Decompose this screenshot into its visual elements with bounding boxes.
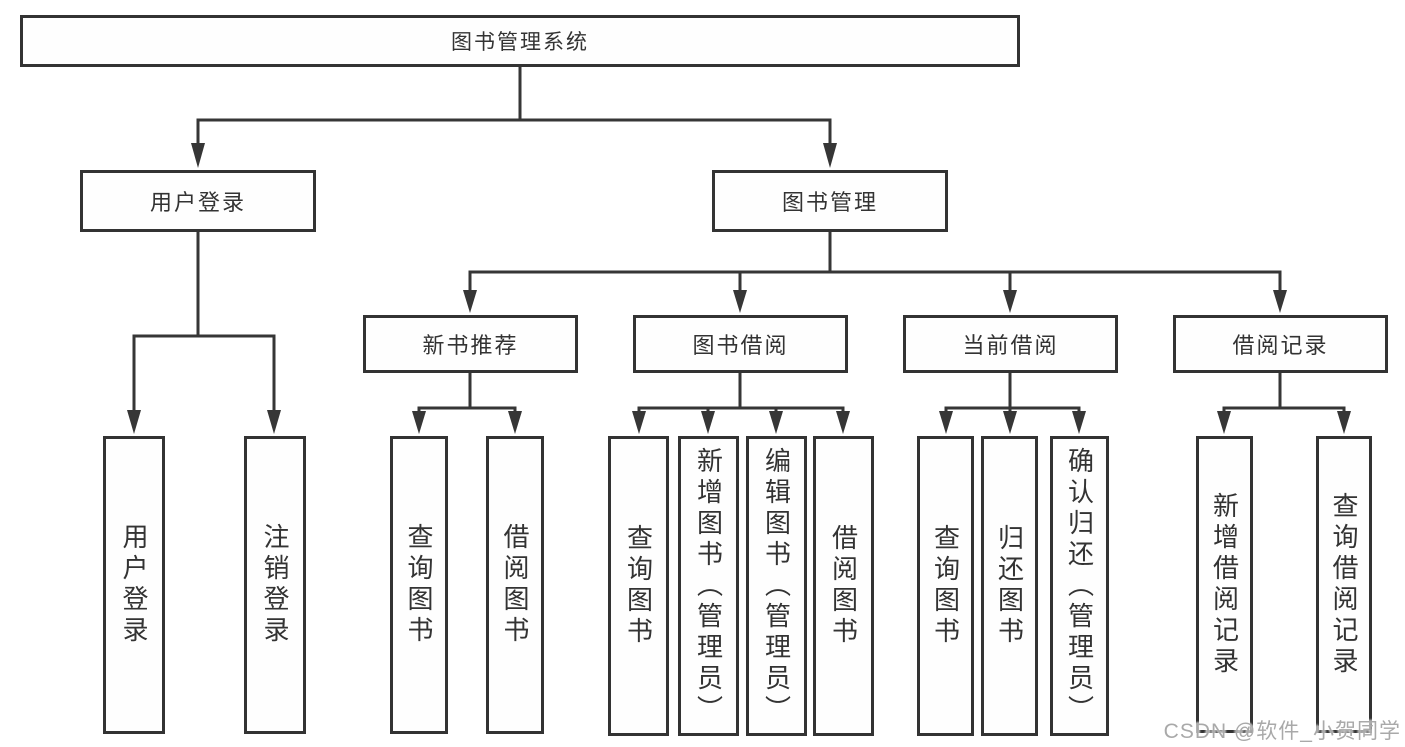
connector-userlogin-fan <box>132 334 276 411</box>
leaf-label: 用户登录 <box>119 523 149 647</box>
leaf-query-borrow-record: 查询借阅记录 <box>1316 436 1372 733</box>
node-book-borrowing: 图书借阅 <box>633 315 848 373</box>
node-label: 图书管理 <box>781 190 878 215</box>
leaf-label: 确认归还（管理员） <box>1064 446 1095 726</box>
node-borrowing-records: 借阅记录 <box>1173 315 1388 373</box>
leaf-label: 编辑图书（管理员） <box>761 446 792 726</box>
connector-borrow-fan <box>637 406 845 413</box>
node-label: 借阅记录 <box>1232 333 1329 358</box>
connector-level2-fan <box>196 118 832 145</box>
node-library-management-system: 图书管理系统 <box>20 15 1020 67</box>
connector-level3-fan <box>468 270 1282 292</box>
leaf-add-books-admin: 新增图书（管理员） <box>678 436 739 736</box>
leaf-label: 新增借阅记录 <box>1209 491 1240 678</box>
leaf-logout: 注销登录 <box>244 436 306 734</box>
csdn-watermark: CSDN @软件_小贺同学 <box>1163 720 1401 743</box>
connector-recommend-fan <box>417 406 517 413</box>
leaf-query-books-recommend: 查询图书 <box>390 436 448 734</box>
node-current-borrowing: 当前借阅 <box>903 315 1118 373</box>
node-label: 新书推荐 <box>422 333 519 358</box>
connector-records-fan <box>1222 406 1346 413</box>
leaf-return-books: 归还图书 <box>981 436 1038 736</box>
node-label: 用户登录 <box>149 190 246 215</box>
leaf-edit-books-admin: 编辑图书（管理员） <box>746 436 807 736</box>
leaf-label: 查询图书 <box>930 524 961 648</box>
leaf-label: 归还图书 <box>994 524 1025 648</box>
leaf-label: 借阅图书 <box>828 524 859 648</box>
leaf-label: 查询图书 <box>623 524 654 648</box>
leaf-label: 查询借阅记录 <box>1329 491 1359 678</box>
arrowheads <box>127 143 1351 434</box>
node-new-book-recommend: 新书推荐 <box>363 315 578 373</box>
node-book-management: 图书管理 <box>712 170 948 232</box>
node-label: 图书管理系统 <box>451 31 589 54</box>
leaf-label: 借阅图书 <box>500 523 530 647</box>
leaf-add-borrow-record: 新增借阅记录 <box>1196 436 1253 733</box>
connector-current-fan <box>944 406 1081 413</box>
node-user-login: 用户登录 <box>80 170 316 232</box>
leaf-confirm-return-admin: 确认归还（管理员） <box>1050 436 1109 736</box>
leaf-label: 注销登录 <box>260 523 290 647</box>
leaf-query-books-current: 查询图书 <box>917 436 974 736</box>
node-label: 当前借阅 <box>962 333 1059 358</box>
leaf-label: 查询图书 <box>404 523 434 647</box>
node-label: 图书借阅 <box>692 333 789 358</box>
leaf-borrow-books-recommend: 借阅图书 <box>486 436 544 734</box>
leaf-query-books-borrow: 查询图书 <box>608 436 669 736</box>
leaf-label: 新增图书（管理员） <box>693 446 724 726</box>
leaf-user-login: 用户登录 <box>103 436 165 734</box>
leaf-borrow-books: 借阅图书 <box>813 436 874 736</box>
